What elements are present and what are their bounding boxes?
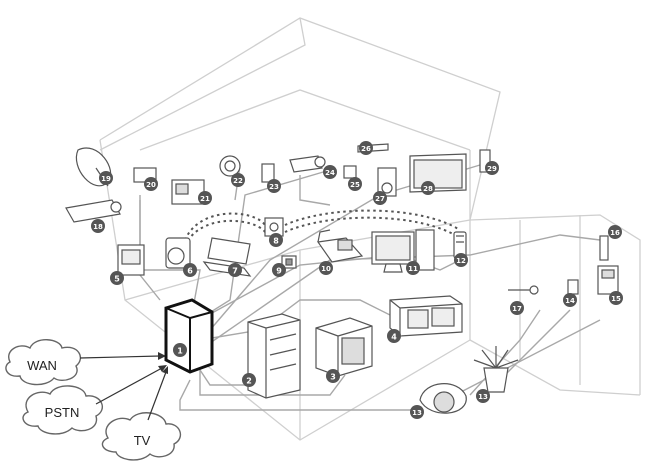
badge-7: 7 xyxy=(228,263,242,277)
pstn-arrow xyxy=(95,367,163,405)
pstn-label: PSTN xyxy=(45,405,80,420)
wan-cloud: WAN xyxy=(5,339,81,386)
svg-text:21: 21 xyxy=(200,195,210,203)
svg-text:25: 25 xyxy=(350,181,360,189)
badge-4: 4 xyxy=(387,329,401,343)
badge-20: 20 xyxy=(144,177,158,191)
garden-speaker xyxy=(419,383,467,414)
pstn-cloud: PSTN xyxy=(22,385,104,435)
badge-17: 17 xyxy=(510,301,524,315)
svg-text:8: 8 xyxy=(273,237,279,246)
wall-cabinet xyxy=(389,295,463,337)
speaker-box xyxy=(377,167,397,197)
badge-14: 14 xyxy=(563,293,577,307)
badge-29: 29 xyxy=(485,161,499,175)
badges: 1 2 3 4 5 6 7 8 9 10 11 12 13 13 14 15 1… xyxy=(91,141,623,419)
security-camera xyxy=(289,155,326,173)
svg-text:7: 7 xyxy=(232,267,238,276)
svg-text:11: 11 xyxy=(408,265,418,273)
badge-10: 10 xyxy=(319,261,333,275)
door-handle xyxy=(508,285,539,295)
svg-text:16: 16 xyxy=(610,229,620,237)
badge-1: 1 xyxy=(173,343,187,357)
svg-text:13: 13 xyxy=(412,409,422,417)
wan-label: WAN xyxy=(27,358,57,373)
wall-switch xyxy=(261,163,275,183)
svg-text:29: 29 xyxy=(487,165,497,173)
badge-12: 12 xyxy=(454,253,468,267)
desktop-computer xyxy=(371,229,435,273)
wan-arrow xyxy=(79,355,161,359)
tall-rack xyxy=(247,313,301,399)
dome-camera xyxy=(479,149,491,173)
svg-text:6: 6 xyxy=(187,267,193,276)
badge-21: 21 xyxy=(198,191,212,205)
badge-23: 23 xyxy=(267,179,281,193)
badge-28: 28 xyxy=(421,181,435,195)
house-outline xyxy=(99,17,641,441)
svg-text:14: 14 xyxy=(565,297,575,305)
svg-text:26: 26 xyxy=(361,145,371,153)
outdoor-light xyxy=(599,235,609,261)
badge-27: 27 xyxy=(373,191,387,205)
intercom xyxy=(597,265,619,295)
distribution-cabinet xyxy=(164,298,214,374)
badge-3: 3 xyxy=(326,369,340,383)
external-links: WAN PSTN TV xyxy=(5,339,182,461)
badge-8: 8 xyxy=(269,233,283,247)
svg-text:19: 19 xyxy=(101,175,111,183)
tv-cloud: TV xyxy=(101,412,182,461)
svg-text:5: 5 xyxy=(114,275,120,284)
badge-13-plant: 13 xyxy=(476,389,490,403)
badge-6: 6 xyxy=(183,263,197,277)
badge-11: 11 xyxy=(406,261,420,275)
badge-9: 9 xyxy=(272,263,286,277)
svg-text:28: 28 xyxy=(423,185,433,193)
tv-arrow xyxy=(147,371,167,421)
svg-text:9: 9 xyxy=(276,267,282,276)
badge-13-speaker: 13 xyxy=(410,405,424,419)
badge-26: 26 xyxy=(359,141,373,155)
badge-18: 18 xyxy=(91,219,105,233)
devices xyxy=(65,143,619,414)
wall-panel xyxy=(117,244,145,276)
outlet xyxy=(281,255,297,269)
sensor xyxy=(343,165,357,179)
svg-text:15: 15 xyxy=(611,295,621,303)
svg-text:24: 24 xyxy=(325,169,335,177)
svg-text:23: 23 xyxy=(269,183,279,191)
tv-label: TV xyxy=(134,433,151,448)
badge-19: 19 xyxy=(99,171,113,185)
badge-16: 16 xyxy=(608,225,622,239)
badge-24: 24 xyxy=(323,165,337,179)
badge-5: 5 xyxy=(110,271,124,285)
desk-phone xyxy=(316,229,364,263)
badge-15: 15 xyxy=(609,291,623,305)
svg-text:12: 12 xyxy=(456,257,466,265)
svg-text:22: 22 xyxy=(233,177,243,185)
plant-planter xyxy=(473,346,519,393)
wireless-link xyxy=(184,209,461,247)
switch xyxy=(567,279,579,295)
badge-2: 2 xyxy=(242,373,256,387)
laptop xyxy=(202,237,252,277)
ceiling-speaker xyxy=(219,155,241,177)
badge-22: 22 xyxy=(231,173,245,187)
svg-text:13: 13 xyxy=(478,393,488,401)
svg-text:1: 1 xyxy=(177,347,183,356)
badge-25: 25 xyxy=(348,177,362,191)
svg-text:17: 17 xyxy=(512,305,522,313)
flat-tv xyxy=(409,153,467,193)
outdoor-camera xyxy=(65,199,122,223)
svg-text:27: 27 xyxy=(375,195,385,203)
svg-text:18: 18 xyxy=(93,223,103,231)
svg-text:3: 3 xyxy=(330,373,336,382)
svg-text:20: 20 xyxy=(146,181,156,189)
svg-text:10: 10 xyxy=(321,265,331,273)
svg-text:4: 4 xyxy=(391,333,397,342)
svg-text:2: 2 xyxy=(246,377,252,386)
speaker xyxy=(165,237,191,269)
server-unit xyxy=(315,317,373,377)
